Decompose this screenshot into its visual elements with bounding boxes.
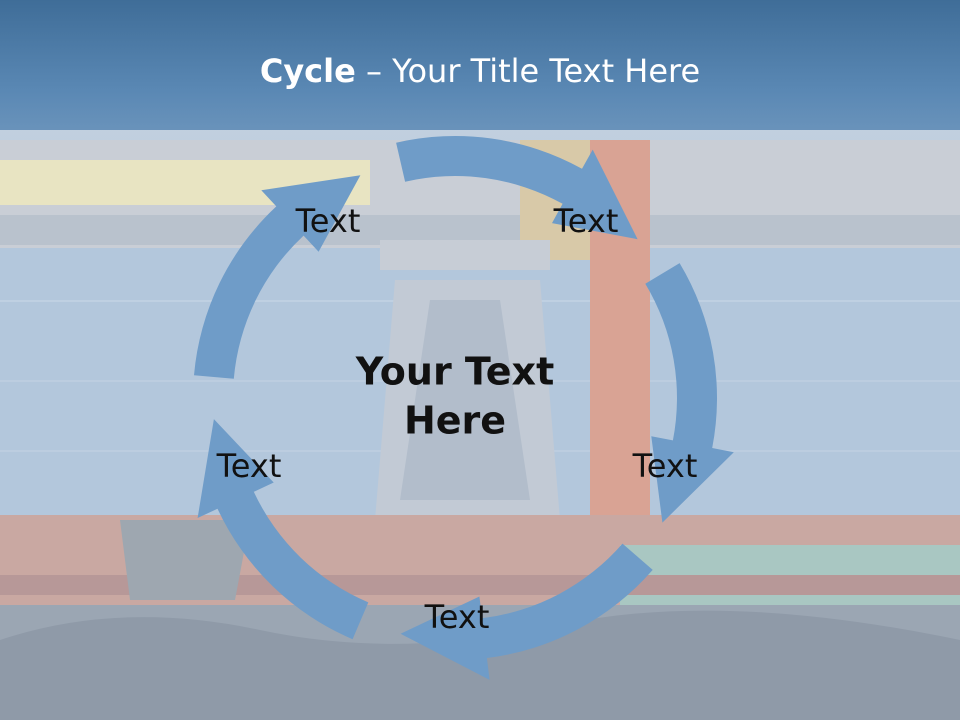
center-line-1: Your Text (355, 349, 555, 394)
title-bar: Cycle – Your Title Text Here (0, 0, 960, 130)
cycle-arrow-2 (645, 263, 734, 523)
center-line-2: Here (403, 399, 507, 443)
cycle-arrow-1 (396, 135, 638, 240)
cycle-arrow-4 (197, 419, 369, 640)
slide-title: Cycle – Your Title Text Here (0, 52, 960, 90)
step-label-5: Text (216, 447, 282, 485)
cycle-arrow-5 (194, 175, 361, 379)
step-label-3: Text (632, 447, 698, 485)
step-label-2: Text (553, 202, 619, 240)
step-label-4: Text (424, 598, 490, 636)
center-text: Your Text Here (356, 348, 554, 447)
cycle-arrow-3 (400, 543, 653, 680)
title-rest: – Your Title Text Here (355, 52, 701, 90)
step-label-1: Text (295, 202, 361, 240)
title-bold: Cycle (259, 52, 356, 90)
